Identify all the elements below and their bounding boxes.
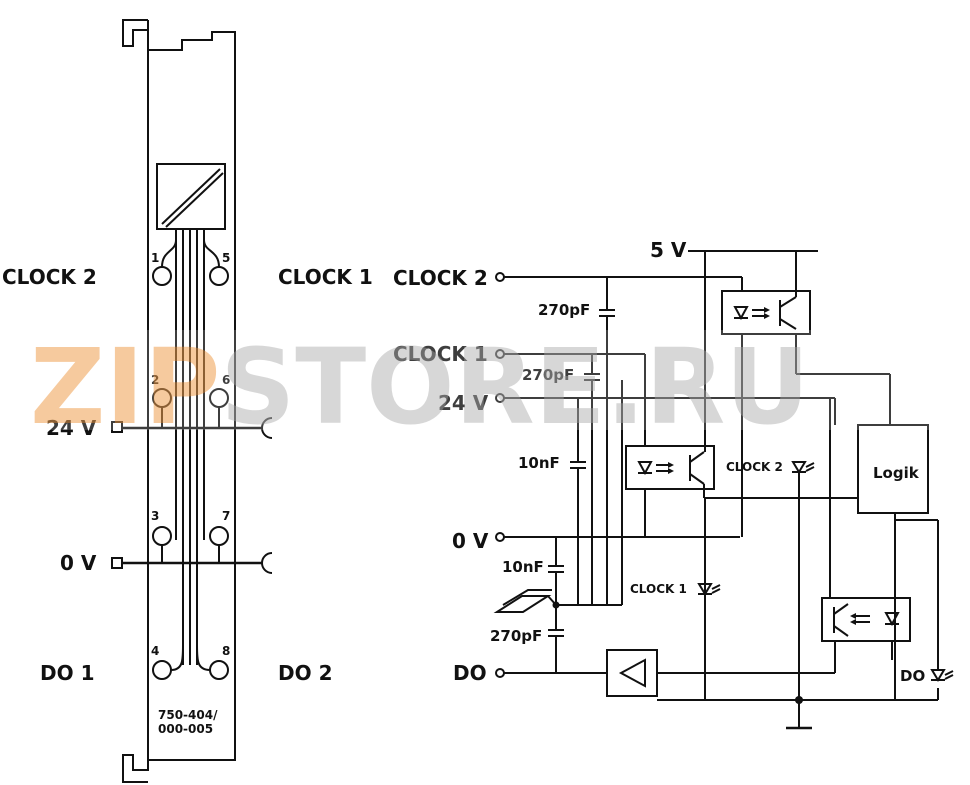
watermark-text: ZIPSTORE.RU bbox=[30, 326, 810, 448]
cap-label-10nf-a: 10nF bbox=[518, 454, 560, 472]
label-clock2-input: CLOCK 2 bbox=[393, 266, 488, 290]
cap-label-10nf-b: 10nF bbox=[502, 558, 544, 576]
cap-label-270pf-c: 270pF bbox=[490, 627, 542, 645]
terminal-3 bbox=[152, 526, 172, 546]
do-output-terminal bbox=[495, 668, 505, 678]
label-do-output: DO bbox=[453, 661, 487, 685]
terminal-0v-connector bbox=[111, 557, 123, 569]
left-labels: CLOCK 2 CLOCK 1 24 V 0 V DO 1 DO 2 bbox=[2, 265, 373, 685]
label-do2: DO 2 bbox=[278, 661, 332, 685]
schematic: 5 V CLOCK 2 CLOCK 1 24 V 0 V DO 270pF 27 bbox=[393, 238, 954, 730]
logic-block bbox=[857, 424, 929, 514]
label-clock1-left: CLOCK 1 bbox=[278, 265, 373, 289]
label-clock2-left: CLOCK 2 bbox=[2, 265, 97, 289]
logic-label: Logik bbox=[873, 464, 920, 482]
chassis-ground-icon bbox=[493, 589, 557, 613]
terminal-1 bbox=[152, 266, 172, 286]
pin-label-6: 6 bbox=[222, 373, 230, 387]
pin-label-5: 5 bbox=[222, 251, 230, 265]
label-5v: 5 V bbox=[650, 238, 687, 262]
optocoupler-clock1 bbox=[625, 445, 715, 490]
part-number-line2: 000-005 bbox=[158, 722, 213, 736]
pin-label-1: 1 bbox=[151, 251, 159, 265]
module-faceplate: 1 5 2 6 3 7 4 8 750-404/ 000-005 bbox=[111, 19, 273, 783]
label-24v-input: 24 V bbox=[438, 391, 489, 415]
cap-label-270pf-b: 270pF bbox=[522, 366, 574, 384]
terminal-4 bbox=[152, 660, 172, 680]
pin-label-2: 2 bbox=[151, 373, 159, 387]
label-0v-left: 0 V bbox=[60, 551, 97, 575]
optocoupler-output bbox=[821, 597, 911, 642]
led-clock1-icon bbox=[697, 583, 721, 596]
pin-label-3: 3 bbox=[151, 509, 159, 523]
led-label-clock1: CLOCK 1 bbox=[630, 582, 687, 596]
led-label-clock2: CLOCK 2 bbox=[726, 460, 783, 474]
label-do1: DO 1 bbox=[40, 661, 94, 685]
led-do-icon bbox=[930, 669, 954, 682]
part-number-line1: 750-404/ bbox=[158, 708, 218, 722]
terminal-5 bbox=[209, 266, 229, 286]
clock2-input-terminal bbox=[495, 272, 505, 282]
led-label-do: DO bbox=[900, 667, 925, 685]
watermark: ZIPSTORE.RU bbox=[30, 326, 940, 448]
label-clock1-input: CLOCK 1 bbox=[393, 342, 488, 366]
pin-label-8: 8 bbox=[222, 644, 230, 658]
optocoupler-clock2 bbox=[721, 290, 811, 335]
terminal-7 bbox=[209, 526, 229, 546]
output-driver bbox=[606, 649, 658, 697]
pin-label-4: 4 bbox=[151, 644, 159, 658]
label-24v-left: 24 V bbox=[46, 416, 97, 440]
led-clock2-icon bbox=[791, 461, 815, 474]
label-0v-input: 0 V bbox=[452, 529, 489, 553]
v0-input-terminal bbox=[495, 532, 505, 542]
cap-label-270pf-a: 270pF bbox=[538, 301, 590, 319]
pin-label-7: 7 bbox=[222, 509, 230, 523]
terminal-8 bbox=[209, 660, 229, 680]
